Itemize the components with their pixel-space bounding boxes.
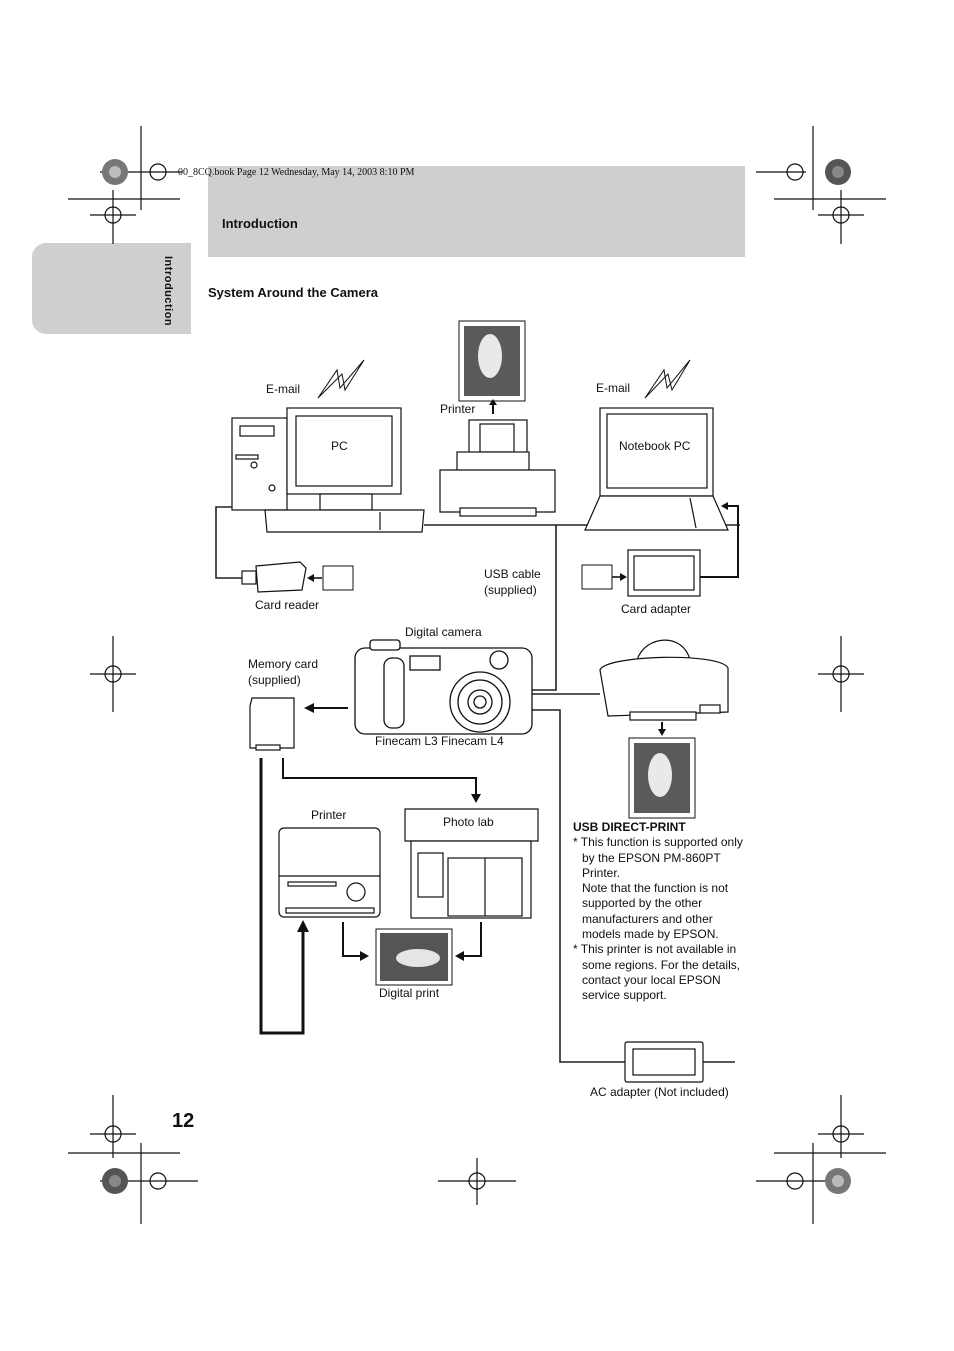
color-wheel-icons [102,159,851,1194]
sd-card-right-icon [581,564,613,590]
pc-monitor-icon [264,407,425,533]
pc-label: PC [331,439,348,453]
printer-bottom-icon [278,827,381,918]
digital-camera-icon [354,639,533,735]
registration-mark-bottom-center-icon [438,1158,516,1205]
digital-print-label: Digital print [379,986,440,1000]
photo-lab-icon [404,808,539,919]
camera-models-label: Finecam L3 Finecam L4 [375,734,504,748]
card-adapter-icon [627,549,701,597]
card-reader-label: Card reader [255,598,320,612]
usb-cable-sub-label: (supplied) [484,583,537,597]
usb-cable-label: USB cable [484,567,541,581]
notebook-pc-label: Notebook PC [619,439,691,453]
side-tab [32,243,191,334]
email-lightning-left-icon [317,359,365,399]
registration-mark-mid-right-icon [818,636,864,712]
ac-adapter-cable [532,709,625,1063]
ac-adapter-label: AC adapter (Not included) [590,1085,729,1099]
digital-camera-label: Digital camera [405,625,482,639]
note-heading: USB DIRECT-PRINT [573,820,686,834]
side-tab-label: Introduction [162,256,174,327]
page-title: System Around the Camera [208,285,379,300]
section-title: Introduction [222,216,298,231]
registration-mark-mid-left-icon [90,636,136,712]
printer-bottom-label: Printer [311,808,347,822]
usb-direct-print-note: USB DIRECT-PRINT * This function is supp… [573,820,753,1004]
sd-card-left-icon [322,565,354,591]
page-number: 12 [172,1110,195,1132]
note-item-1b: Note that the function is not supported … [582,881,729,942]
card-reader-cable [215,506,244,579]
note-item-1: * This function is supported only by the… [573,835,743,880]
card-reader-icon [241,561,307,593]
digital-print [375,928,453,986]
print-photo-top [458,320,526,402]
note-item-2: * This printer is not available in some … [573,942,741,1003]
print-photo-direct [628,737,696,819]
printer-top-label: Printer [440,402,476,416]
email-left-label: E-mail [266,382,301,396]
photo-lab-label: Photo lab [443,815,494,829]
pc-tower-icon [231,417,288,511]
registration-mark-top-right-icon [756,126,886,244]
email-lightning-right-icon [644,359,691,399]
memory-card-icon [249,697,295,751]
email-right-label: E-mail [596,381,631,395]
ac-adapter-icon [624,1041,704,1083]
memory-card-label: Memory card [248,657,319,671]
printer-top-icon [439,419,556,517]
memory-card-sub-label: (supplied) [248,673,301,687]
header-band [208,166,745,257]
card-adapter-label: Card adapter [621,602,692,616]
usb-camera-cable [532,525,557,691]
registration-mark-bottom-right-icon [756,1095,886,1224]
book-line: 00_8CQ.book Page 12 Wednesday, May 14, 2… [178,167,415,178]
usb-direct-printer-icon [599,639,729,721]
registration-mark-top-left-icon [68,126,182,244]
notebook-pc-icon [584,407,729,531]
